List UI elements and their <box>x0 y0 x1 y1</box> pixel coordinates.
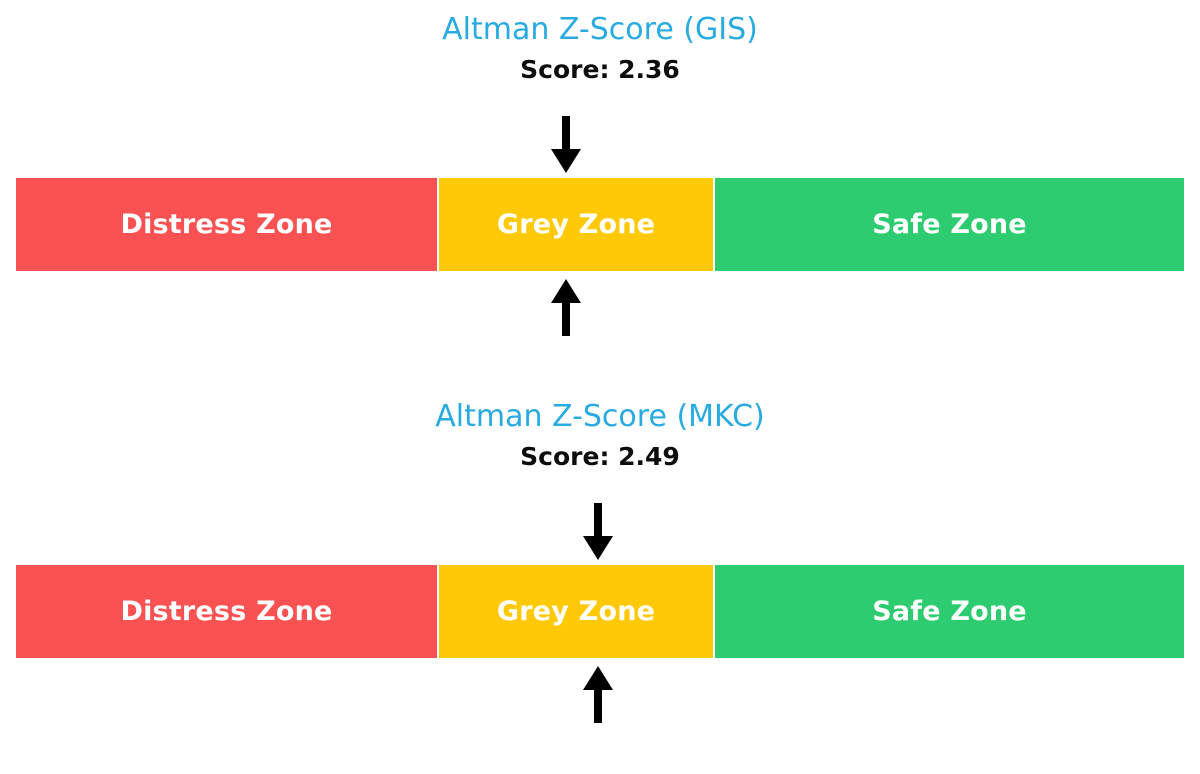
zone-label-grey: Grey Zone <box>496 208 656 240</box>
zone-segment-safe: Safe Zone <box>715 565 1184 658</box>
score-marker-arrow-down <box>581 503 615 561</box>
zone-segment-distress: Distress Zone <box>16 565 437 658</box>
altman-z-score-chart-gis: Altman Z-Score (GIS) Score: 2.36 Distres… <box>16 12 1184 336</box>
altman-z-score-chart-mkc: Altman Z-Score (MKC) Score: 2.49 Distres… <box>0 387 1200 774</box>
chart-score-label: Score: 2.36 <box>520 55 680 84</box>
zone-bar: Distress Zone Grey Zone Safe Zone <box>16 178 1184 271</box>
zone-label-distress: Distress Zone <box>120 595 333 627</box>
chart-score-label: Score: 2.49 <box>520 442 680 471</box>
zone-label-safe: Safe Zone <box>872 208 1027 240</box>
zone-segment-safe: Safe Zone <box>715 178 1184 271</box>
zone-segment-distress: Distress Zone <box>16 178 437 271</box>
chart-title: Altman Z-Score (GIS) <box>442 12 758 47</box>
score-marker-arrow-down <box>549 116 583 174</box>
zone-label-safe: Safe Zone <box>872 595 1027 627</box>
zone-label-distress: Distress Zone <box>120 208 333 240</box>
score-marker-arrow-up <box>581 665 615 723</box>
zone-segment-grey: Grey Zone <box>439 178 713 271</box>
chart-title: Altman Z-Score (MKC) <box>435 399 765 434</box>
zone-label-grey: Grey Zone <box>496 595 656 627</box>
score-marker-arrow-up <box>549 278 583 336</box>
zone-segment-grey: Grey Zone <box>439 565 713 658</box>
zone-bar: Distress Zone Grey Zone Safe Zone <box>16 565 1184 658</box>
